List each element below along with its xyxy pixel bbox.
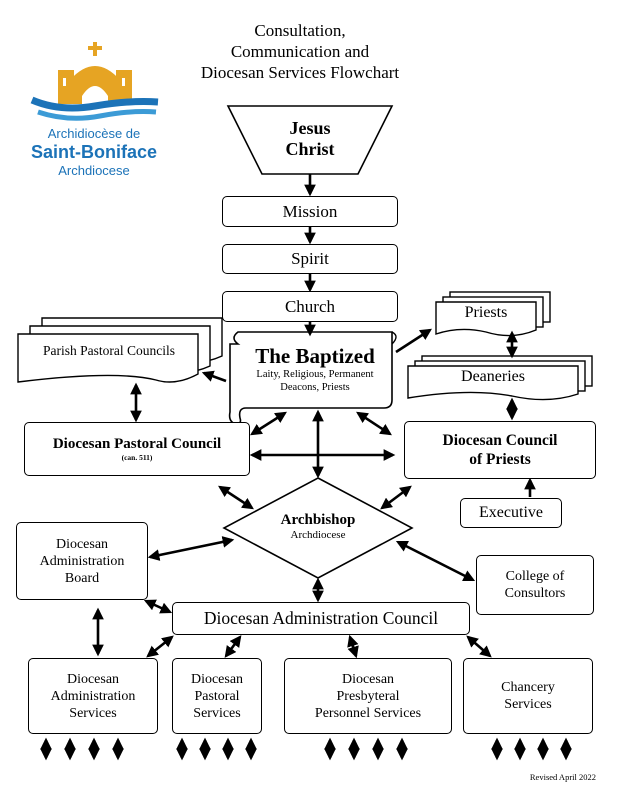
logo-line2: Saint-Boniface — [30, 142, 158, 162]
logo-line1: Archidiocèse de — [47, 126, 141, 141]
diocesan-administration-board-box: Diocesan Administration Board — [16, 522, 148, 600]
chancery-services-box: Chancery Services — [463, 658, 593, 734]
diocesan-pastoral-services-box: Diocesan Pastoral Services — [172, 658, 262, 734]
parish-pastoral-councils-node: Parish Pastoral Councils — [43, 343, 175, 358]
archbishop-node: Archbishop Archdiocese — [280, 512, 356, 541]
jesus-christ-shape — [226, 105, 394, 175]
college-of-consultors-box: College of Consultors — [476, 555, 594, 615]
cathedral-facade-icon — [30, 42, 159, 121]
jesus-christ-node: Jesus Christ — [285, 118, 335, 159]
mission-box: Mission — [222, 196, 398, 227]
presbyteral-personnel-services-box: Diocesan Presbyteral Personnel Services — [284, 658, 452, 734]
diocesan-administration-services-box: Diocesan Administration Services — [28, 658, 158, 734]
logo-line3: Archdiocese — [58, 163, 130, 178]
page-title: Consultation, Communication and Diocesan… — [200, 21, 400, 82]
deaneries-node: Deaneries — [461, 368, 525, 385]
diocesan-council-of-priests-box: Diocesan Council of Priests — [404, 421, 596, 479]
executive-box: Executive — [460, 498, 562, 528]
diocesan-pastoral-council-box: Diocesan Pastoral Council (can. 511) — [24, 422, 250, 476]
church-box: Church — [222, 291, 398, 322]
baptized-node: The Baptized Laity, Religious, Permanent… — [255, 344, 375, 393]
priests-node: Priests — [464, 304, 508, 321]
spirit-box: Spirit — [222, 244, 398, 274]
diocesan-administration-council-box: Diocesan Administration Council — [172, 602, 470, 635]
revised-date: Revised April 2022 — [529, 772, 596, 782]
